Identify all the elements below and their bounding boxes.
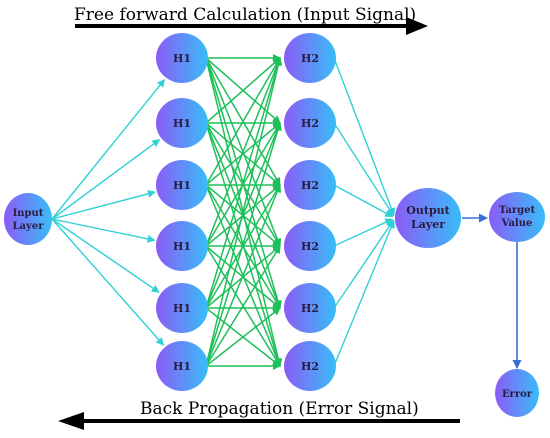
h1-2-to-h2-1-edge	[205, 57, 281, 124]
h1-5-to-h2-1-edge	[205, 57, 282, 309]
h1-5-to-h2-2-edge	[205, 122, 282, 309]
input-layer-label-line1: Input	[13, 208, 44, 219]
h2-node-3: H2	[284, 160, 336, 210]
h2-node-6: H2	[284, 341, 336, 391]
h2-6-to-output-edge	[333, 219, 395, 367]
target-value-label-line2: Value	[501, 218, 533, 229]
h2-node-5: H2	[284, 283, 336, 333]
input-to-h1-edge-2	[51, 139, 161, 220]
h2-4-to-output-edge	[333, 218, 394, 247]
h1-node-label: H1	[173, 179, 191, 192]
output-layer-node: Output Layer	[395, 188, 461, 248]
output-layer-label-line1: Output	[406, 204, 450, 217]
input-layer-node: Input Layer	[4, 193, 52, 245]
h1-node-label: H1	[173, 52, 191, 65]
h1-node-5: H1	[156, 283, 208, 333]
h2-2-to-output-edge	[333, 122, 394, 217]
backprop-arrow-label: Back Propagation (Error Signal)	[140, 399, 419, 419]
error-node: Error	[495, 369, 539, 417]
h1-3-to-h2-1-edge	[205, 57, 281, 186]
h1-6-to-h2-3-edge	[205, 184, 282, 367]
target-value-label-line1: Target	[499, 205, 536, 216]
input-to-h1-connections	[51, 79, 166, 346]
input-to-h1-edge-6	[51, 218, 165, 346]
input-to-h1-edge-3	[51, 189, 156, 220]
h2-node-1: H2	[284, 33, 336, 83]
h1-node-1: H1	[156, 33, 208, 83]
input-to-h1-edge-5	[51, 218, 160, 293]
h2-node-label: H2	[301, 117, 319, 130]
h1-6-to-h2-1-edge	[205, 57, 283, 367]
h1-node-label: H1	[173, 302, 191, 315]
h1-node-2: H1	[156, 98, 208, 148]
h2-to-output-connections	[333, 57, 396, 367]
input-layer-label-line2: Layer	[13, 221, 45, 232]
h1-node-label: H1	[173, 360, 191, 373]
h1-to-h2-connections	[205, 54, 283, 370]
h2-node-label: H2	[301, 179, 319, 192]
input-to-h1-edge-1	[51, 79, 166, 220]
forward-arrow-label: Free forward Calculation (Input Signal)	[74, 5, 416, 25]
h2-5-to-output-edge	[333, 219, 394, 309]
h1-node-4: H1	[156, 221, 208, 271]
h2-node-label: H2	[301, 52, 319, 65]
target-value-node: Target Value	[489, 192, 545, 242]
h1-4-to-h2-1-edge	[205, 57, 282, 247]
h1-node-6: H1	[156, 341, 208, 391]
backprop-arrow: Back Propagation (Error Signal)	[58, 399, 460, 430]
forward-arrow: Free forward Calculation (Input Signal)	[74, 5, 428, 35]
h2-node-2: H2	[284, 98, 336, 148]
h2-3-to-output-edge	[333, 184, 394, 218]
h2-1-to-output-edge	[333, 57, 396, 217]
error-label: Error	[502, 389, 533, 400]
output-layer-label-line2: Layer	[411, 218, 445, 231]
h2-node-label: H2	[301, 240, 319, 253]
h1-node-3: H1	[156, 160, 208, 210]
input-to-h1-edge-4	[51, 218, 156, 243]
h2-node-label: H2	[301, 360, 319, 373]
h1-6-to-h2-5-edge	[205, 307, 281, 367]
h1-6-to-h2-2-edge	[205, 122, 282, 367]
h2-node-label: H2	[301, 302, 319, 315]
h1-node-label: H1	[173, 240, 191, 253]
h2-node-4: H2	[284, 221, 336, 271]
h1-node-label: H1	[173, 117, 191, 130]
h1-6-to-h2-4-edge	[205, 245, 281, 367]
